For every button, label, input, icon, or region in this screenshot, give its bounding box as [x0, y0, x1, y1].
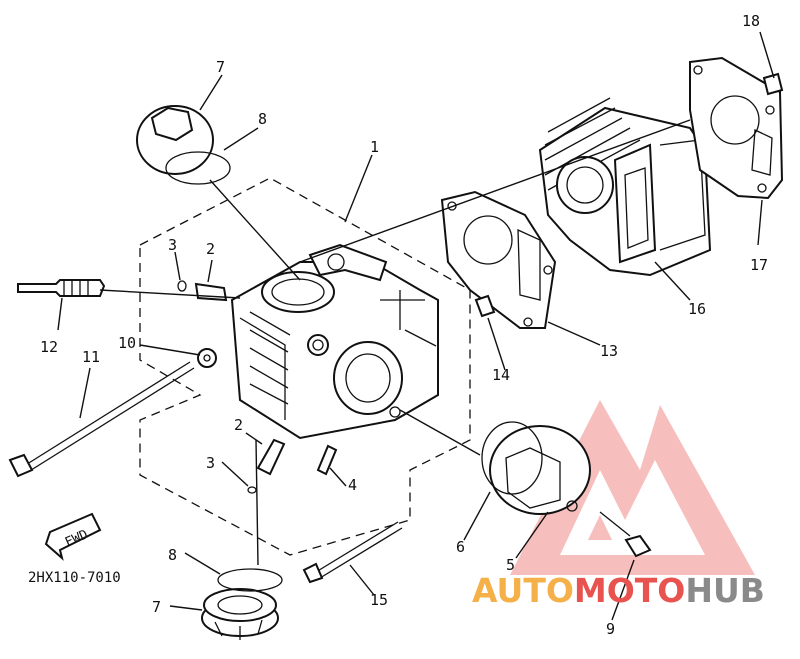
callout-8-top: 8 [258, 110, 267, 128]
callout-9: 9 [606, 620, 615, 638]
o-ring-bottom [217, 568, 283, 592]
callout-16: 16 [688, 300, 706, 318]
cover-o-ring [481, 421, 543, 495]
callout-18: 18 [742, 12, 760, 30]
wordmark-auto: AUTO [472, 571, 574, 610]
callout-14: 14 [492, 366, 510, 384]
valve-cap-bottom [201, 588, 279, 640]
dowel-pin-14 [474, 294, 496, 318]
long-stud-bolt [8, 361, 195, 478]
callout-6: 6 [456, 538, 465, 556]
watermark-wordmark: AUTOMOTOHUB [472, 571, 765, 610]
callout-5: 5 [506, 556, 515, 574]
head-gasket [440, 190, 557, 329]
callout-2-top: 2 [206, 240, 215, 258]
forward-arrow [44, 512, 102, 561]
valve-guide-bottom [247, 438, 286, 494]
base-gasket [689, 56, 784, 200]
callout-17: 17 [750, 256, 768, 274]
callout-labels: 18 7 8 1 2 3 12 11 10 17 16 14 13 2 3 4 … [40, 12, 768, 638]
leader-lines [57, 31, 775, 621]
long-bolt-15 [302, 521, 403, 584]
stud-bolt-4 [316, 444, 338, 476]
callout-7-top: 7 [216, 58, 225, 76]
callout-8-bottom: 8 [168, 546, 177, 564]
spark-plug [17, 279, 106, 297]
cylinder-block [538, 97, 712, 277]
callout-13: 13 [600, 342, 618, 360]
callout-10: 10 [118, 334, 136, 352]
wordmark-hub: HUB [685, 571, 765, 610]
svg-text:AUTOMOTOHUB: AUTOMOTOHUB [472, 571, 765, 610]
washer [197, 348, 217, 368]
cylinder-head [230, 243, 439, 440]
watermark-logo [510, 400, 755, 575]
wordmark-moto: MOTO [574, 571, 685, 610]
assembly-outline [139, 177, 471, 556]
callout-2-bottom: 2 [234, 416, 243, 434]
callout-3-top: 3 [168, 236, 177, 254]
part-code: 2HX110-7010 [28, 570, 121, 586]
callout-7-bottom: 7 [152, 598, 161, 616]
callout-11: 11 [82, 348, 100, 366]
callout-4: 4 [348, 476, 357, 494]
callout-1: 1 [370, 138, 379, 156]
callout-3-bottom: 3 [206, 454, 215, 472]
valve-cap-top [136, 105, 231, 185]
callout-15: 15 [370, 591, 388, 609]
cover-bolt [599, 511, 652, 558]
callout-12: 12 [40, 338, 58, 356]
